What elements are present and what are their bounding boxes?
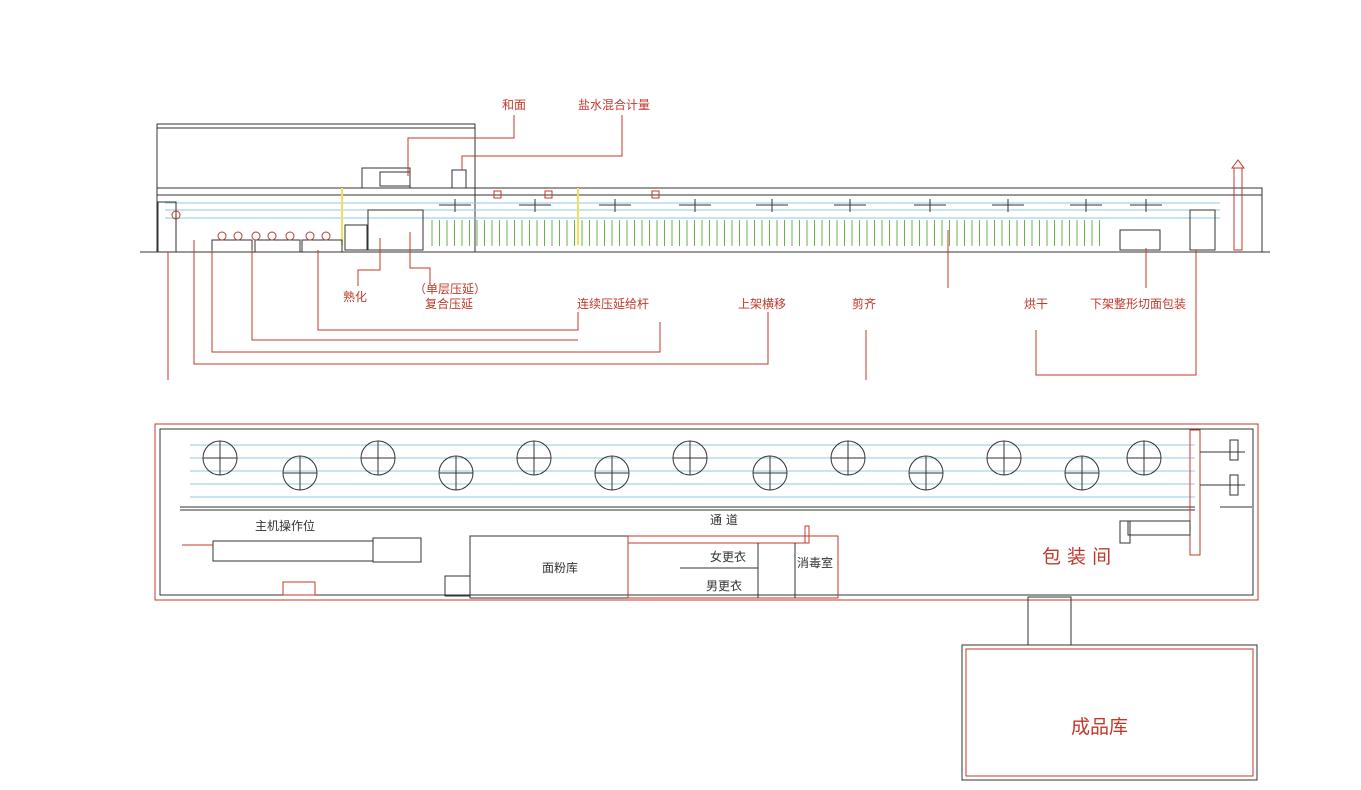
plan-fan-icon <box>830 440 866 476</box>
plan-fans <box>202 440 1162 491</box>
plan-fan-icon <box>672 440 708 476</box>
fan-icon <box>1070 199 1102 212</box>
leader-lines <box>167 115 1197 380</box>
label-male-change: 男更衣 <box>706 578 742 593</box>
label-drying: 烘干 <box>1024 297 1048 311</box>
plan-fan-icon <box>594 455 630 491</box>
label-brine-metering: 盐水混合计量 <box>578 97 650 112</box>
plan-fan-icon <box>1126 440 1162 476</box>
plan-unloading-frame <box>1189 429 1201 556</box>
packing-machine <box>1189 209 1216 251</box>
rolling-machines <box>211 231 343 253</box>
plan-fan-icon <box>438 455 474 491</box>
fan-icon <box>519 199 551 212</box>
fan-icon <box>1130 199 1162 212</box>
fan-icon <box>756 199 788 212</box>
fan-icon <box>914 199 946 212</box>
label-aging: 熟化 <box>343 289 367 304</box>
label-finished-goods: 成品库 <box>1071 716 1128 738</box>
plan-fan-icon <box>360 440 396 476</box>
roof-vents <box>493 190 660 199</box>
fan-icon <box>439 199 471 212</box>
aging-unit <box>344 224 368 251</box>
roof-vent <box>493 190 502 199</box>
label-operator-station: 主机操作位 <box>255 518 315 533</box>
label-flour-store: 面粉库 <box>542 560 578 575</box>
label-mixing: 和面 <box>502 98 526 112</box>
label-single-layer: （单层压延） <box>414 282 486 296</box>
compound-rolling-unit <box>367 209 424 251</box>
fan-icon <box>679 199 711 212</box>
stair-icon <box>282 581 316 596</box>
workshop-inner-wall <box>159 428 1254 596</box>
label-compound-rolling: 复合压延 <box>425 296 473 311</box>
plan-fan-icon <box>908 455 944 491</box>
label-unload-pack: 下架整形切面包装 <box>1090 296 1186 311</box>
label-rack-transfer: 上架横移 <box>738 297 786 311</box>
plan-fan-icon <box>752 455 788 491</box>
plan-fan-icon <box>986 440 1022 476</box>
workshop-outer-wall <box>154 423 1259 601</box>
floor-plan: 主机操作位 通 道 面粉库 女更衣 男更衣 消毒室 包 装 间 成品库 <box>154 423 1259 781</box>
label-continuous-rolling: 连续压延给杆 <box>577 296 649 311</box>
roof-vent <box>544 190 553 199</box>
plan-packing-machine <box>1127 520 1191 536</box>
fan-icon <box>599 199 631 212</box>
label-trimming: 剪齐 <box>852 296 876 311</box>
label-passage: 通 道 <box>710 513 738 527</box>
drying-racks <box>431 220 1100 246</box>
mixer-unit <box>361 167 411 189</box>
plan-main-machine <box>212 540 374 562</box>
roof-vent <box>651 190 660 199</box>
label-disinfection: 消毒室 <box>797 555 833 570</box>
drying-tunnel-outline <box>156 187 1263 253</box>
elevation-view: 和面 盐水混合计量 熟化 （单层压延） 复合压延 连续压延给杆 上架横移 剪齐 … <box>140 97 1270 380</box>
left-end-frame <box>157 201 177 253</box>
plan-fan-icon <box>1064 455 1100 491</box>
connecting-corridor <box>1027 596 1072 646</box>
brine-tank <box>451 169 467 189</box>
label-female-change: 女更衣 <box>710 549 746 564</box>
unloading-machine <box>1119 229 1161 251</box>
fan-icon <box>834 199 866 212</box>
drying-fans <box>439 199 1162 212</box>
mixer-hopper <box>379 171 411 187</box>
plan-fan-icon <box>516 440 552 476</box>
stack-cap-icon <box>1231 159 1245 169</box>
exhaust-stack <box>1233 167 1243 251</box>
fan-icon <box>992 199 1024 212</box>
label-packing-room: 包 装 间 <box>1042 546 1111 568</box>
plan-fan-icon <box>282 455 318 491</box>
plan-fan-icon <box>202 440 238 476</box>
finished-goods-room <box>961 644 1258 781</box>
changing-rooms <box>627 535 839 599</box>
